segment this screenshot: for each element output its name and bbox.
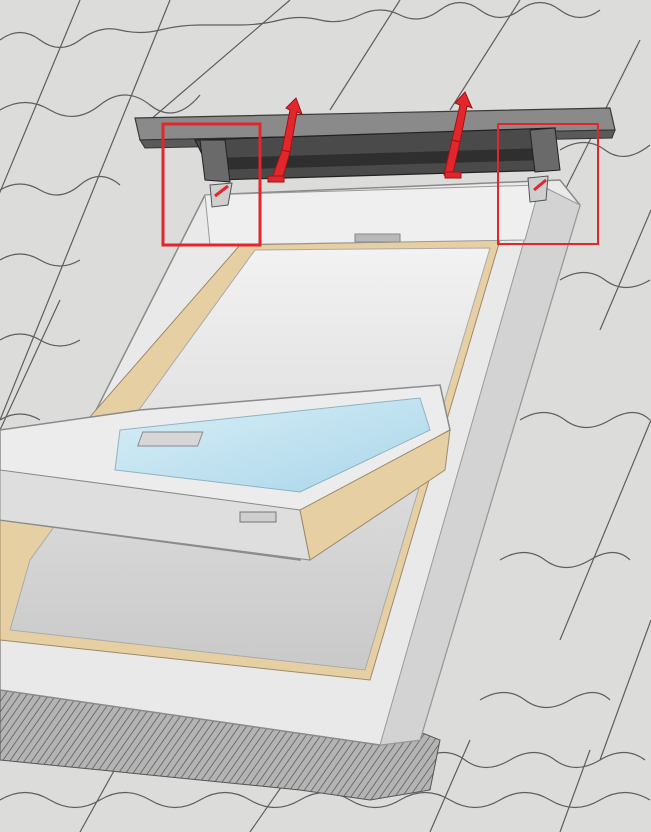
frame-top-bar [204,184,541,246]
top-handle-slot [354,233,401,243]
strap-arrow-icon [267,91,473,183]
cassette-left-end [199,139,231,183]
sash-wood-edge [299,429,451,561]
open-sash [0,384,451,561]
right-bracket-callout [497,123,599,245]
bracket-icon [209,175,549,208]
sash-handle [239,511,277,523]
blind-cassette-icon [134,107,616,183]
sash-glass [114,397,431,493]
cassette-right-end [529,127,561,173]
left-bracket-callout [161,122,262,247]
frame-right-rail [379,184,581,746]
sash-latch [136,431,204,447]
